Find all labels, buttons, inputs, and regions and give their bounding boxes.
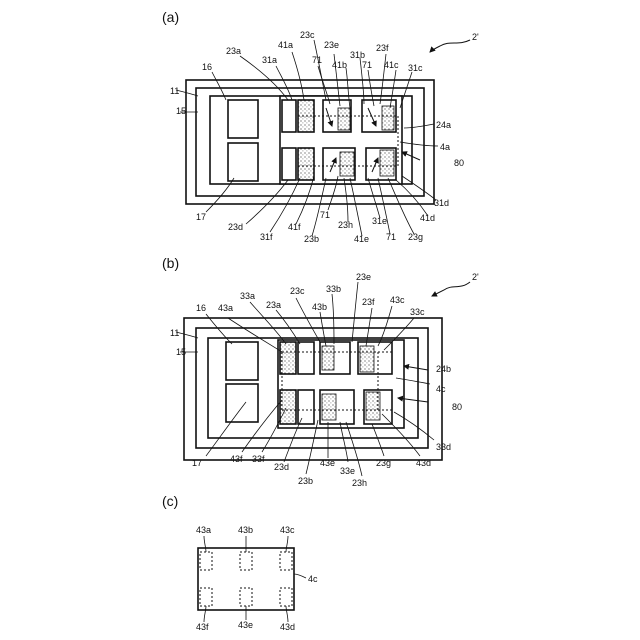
label-b-23h: 23h [352, 478, 367, 488]
pad-b-33c [360, 346, 374, 372]
label-b-43c: 43c [390, 295, 405, 305]
label-b-80: 80 [452, 402, 462, 412]
pad-41f [298, 148, 314, 180]
label-a-15: 15 [176, 106, 186, 116]
panel-c-label: (c) [162, 493, 178, 509]
label-b-23f: 23f [362, 297, 375, 307]
label-a-4a: 4a [440, 142, 450, 152]
leader-2prime-b [432, 282, 470, 296]
label-b-11: 11 [170, 328, 179, 338]
label-b-17: 17 [192, 458, 202, 468]
label-a-41d: 41d [420, 213, 435, 223]
pad-23a [282, 100, 296, 132]
label-2prime-b: 2' [472, 272, 479, 282]
label-c-43f: 43f [196, 622, 209, 632]
label-a-41b: 41b [332, 60, 347, 70]
pad-b-23d [298, 390, 314, 424]
label-b-33d: 33d [436, 442, 451, 452]
chip-upper-a [228, 100, 258, 138]
pad-41c [382, 106, 394, 130]
label-a-31b: 31b [350, 50, 365, 60]
label-b-43a: 43a [218, 303, 233, 313]
label-a-11: 11 [170, 86, 179, 96]
pad-b-33f [280, 390, 296, 424]
label-a-23h: 23h [338, 220, 353, 230]
label-a-80: 80 [454, 158, 464, 168]
panel-a: (a) 2' [162, 9, 479, 244]
label-a-23a: 23a [226, 46, 241, 56]
panel-b-label: (b) [162, 255, 179, 271]
panel-c: (c) 43a 43b 43c 4c 43f 43e 43d [162, 493, 318, 632]
label-a-71-t2: 71 [362, 60, 372, 70]
label-c-43e: 43e [238, 620, 253, 630]
label-b-43d: 43d [416, 458, 431, 468]
label-a-71-b1: 71 [320, 210, 330, 220]
label-a-31c: 31c [408, 63, 423, 73]
label-2prime-a: 2' [472, 32, 479, 42]
label-a-16: 16 [202, 62, 212, 72]
label-a-31a: 31a [262, 55, 277, 65]
label-a-41f: 41f [288, 222, 301, 232]
label-a-31e: 31e [372, 216, 387, 226]
label-b-33b: 33b [326, 284, 341, 294]
label-b-33e: 33e [340, 466, 355, 476]
label-b-43b: 43b [312, 302, 327, 312]
chip-upper-b [226, 342, 258, 380]
label-c-4c: 4c [308, 574, 318, 584]
label-b-33f: 33f [252, 454, 265, 464]
chip-lower-b [226, 384, 258, 422]
label-a-31d: 31d [434, 198, 449, 208]
label-b-24b: 24b [436, 364, 451, 374]
label-a-23c: 23c [300, 30, 315, 40]
label-c-43a: 43a [196, 525, 211, 535]
label-b-23d: 23d [274, 462, 289, 472]
label-a-31f: 31f [260, 232, 273, 242]
label-a-41c: 41c [384, 60, 399, 70]
label-b-23b: 23b [298, 476, 313, 486]
label-a-23e: 23e [324, 40, 339, 50]
pad-b-33e [322, 394, 336, 420]
pad-b-33b [322, 346, 334, 370]
label-b-23c: 23c [290, 286, 305, 296]
pad-23b [282, 148, 296, 180]
label-a-17: 17 [196, 212, 206, 222]
label-a-41a: 41a [278, 40, 293, 50]
label-a-23g: 23g [408, 232, 423, 242]
label-b-43e: 43e [320, 458, 335, 468]
label-b-23g: 23g [376, 458, 391, 468]
label-b-15: 15 [176, 347, 186, 357]
label-b-43f: 43f [230, 454, 243, 464]
label-a-23f: 23f [376, 43, 389, 53]
label-a-41e: 41e [354, 234, 369, 244]
label-a-71-t1: 71 [312, 55, 322, 65]
label-b-23a: 23a [266, 300, 281, 310]
pad-b-23a [298, 342, 314, 374]
label-b-33c: 33c [410, 307, 425, 317]
label-c-43d: 43d [280, 622, 295, 632]
label-a-24a: 24a [436, 120, 451, 130]
label-b-23e: 23e [356, 272, 371, 282]
pad-41b [338, 108, 350, 130]
label-a-23b: 23b [304, 234, 319, 244]
chip-lower-a [228, 143, 258, 181]
label-c-43c: 43c [280, 525, 295, 535]
label-c-43b: 43b [238, 525, 253, 535]
panel-b: (b) 2' [162, 255, 479, 488]
label-a-71-b2: 71 [386, 232, 396, 242]
label-a-23d: 23d [228, 222, 243, 232]
pad-41d [380, 150, 394, 176]
label-b-16: 16 [196, 303, 206, 313]
pad-41e [340, 152, 354, 176]
panel-a-label: (a) [162, 9, 179, 25]
label-b-33a: 33a [240, 291, 255, 301]
label-b-4c: 4c [436, 384, 446, 394]
leader-2prime-a [430, 40, 470, 52]
